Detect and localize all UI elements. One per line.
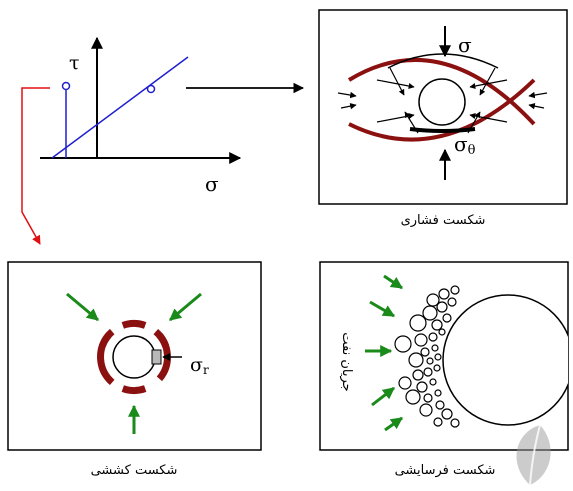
sand-grain bbox=[422, 305, 438, 321]
oil-flow-label: جریان نفت bbox=[339, 332, 354, 391]
green-load-arrow bbox=[383, 274, 403, 290]
bottom-stress-label: σθ bbox=[454, 132, 476, 158]
green-load-arrow bbox=[371, 386, 395, 407]
bottom-stress-subscript: θ bbox=[468, 143, 476, 158]
side-load-arrow bbox=[340, 102, 357, 110]
sand-grain bbox=[416, 381, 428, 393]
sand-grain bbox=[442, 313, 452, 323]
sand-grain bbox=[436, 301, 448, 313]
breakout-lower-arc bbox=[348, 78, 536, 142]
sand-grain bbox=[431, 344, 439, 352]
sand-grain bbox=[447, 297, 457, 307]
sand-grain bbox=[423, 367, 433, 377]
compressive-failure-panel: σ σθ bbox=[318, 9, 568, 205]
sand-grain bbox=[426, 293, 440, 307]
sigma-label: σ bbox=[205, 172, 219, 196]
sand-grain bbox=[408, 352, 424, 368]
stress-flow-arrow bbox=[469, 79, 508, 89]
ring-segment bbox=[121, 385, 147, 394]
stress-graph: τ σ bbox=[40, 36, 242, 196]
ring-segment bbox=[99, 328, 115, 348]
sand-grain bbox=[428, 332, 438, 342]
sand-grain bbox=[441, 408, 453, 420]
sand-grain bbox=[423, 393, 433, 403]
fractured-ring bbox=[97, 320, 171, 394]
green-load-arrow bbox=[384, 416, 403, 432]
tensile-caption: شکست کششی bbox=[91, 463, 178, 478]
sand-grain bbox=[431, 319, 443, 331]
compressive-caption: شکست فشاری bbox=[401, 213, 486, 228]
erosion-failure-panel: جریان نفت bbox=[319, 261, 569, 451]
sand-grain bbox=[429, 378, 437, 386]
envelope-point bbox=[146, 84, 156, 94]
stress-flow-arrow bbox=[479, 67, 496, 96]
borehole-cavity bbox=[442, 294, 568, 426]
sand-grain bbox=[414, 333, 428, 347]
radial-stress-subscript: r bbox=[203, 363, 209, 377]
ring-segment bbox=[156, 332, 169, 348]
top-stress-label: σ bbox=[458, 33, 472, 57]
erosion-caption: شکست فرسایشی bbox=[395, 463, 496, 478]
side-load-arrow bbox=[337, 91, 357, 99]
breakout-zone-lower bbox=[409, 127, 476, 133]
ring-segment bbox=[121, 320, 147, 329]
green-load-arrow bbox=[369, 300, 396, 318]
green-load-arrow bbox=[169, 292, 202, 322]
sand-grain bbox=[435, 400, 445, 410]
sand-grains bbox=[394, 285, 460, 428]
stress-flow-arrow bbox=[404, 111, 419, 134]
sand-grain bbox=[438, 288, 450, 300]
sand-grain bbox=[433, 364, 441, 372]
sand-grain bbox=[409, 314, 427, 332]
radial-stress-label: σr bbox=[190, 354, 209, 377]
side-load-arrow bbox=[528, 102, 545, 110]
sand-grain bbox=[450, 418, 460, 428]
stress-flow-arrow bbox=[376, 79, 415, 89]
green-load-arrow bbox=[66, 292, 99, 322]
sand-grain bbox=[405, 389, 421, 405]
sand-grain bbox=[426, 357, 434, 365]
sand-grain bbox=[438, 328, 446, 336]
stress-flow-arrow bbox=[467, 111, 481, 134]
sand-grain bbox=[394, 335, 412, 353]
sand-grain bbox=[419, 403, 433, 417]
borehole-circle bbox=[418, 78, 466, 126]
sand-grain bbox=[433, 417, 443, 427]
sand-grain bbox=[434, 389, 442, 397]
connector-arrow-to-tensile bbox=[21, 87, 50, 245]
sand-grain bbox=[398, 376, 412, 390]
failure-envelope-line bbox=[51, 56, 189, 159]
sand-grain bbox=[450, 285, 460, 295]
leaf-logo-icon bbox=[516, 424, 551, 486]
tau-label: τ bbox=[69, 52, 80, 74]
sand-grain bbox=[412, 369, 424, 381]
side-load-arrow bbox=[528, 91, 548, 99]
borehole-circle bbox=[112, 335, 156, 379]
tensile-failure-panel: σr bbox=[7, 261, 262, 451]
gauge-block bbox=[151, 349, 162, 365]
tension-cutoff-point bbox=[61, 81, 71, 91]
stress-flow-arrow bbox=[389, 67, 405, 96]
sand-grain bbox=[434, 353, 442, 361]
sand-grain bbox=[420, 347, 430, 357]
